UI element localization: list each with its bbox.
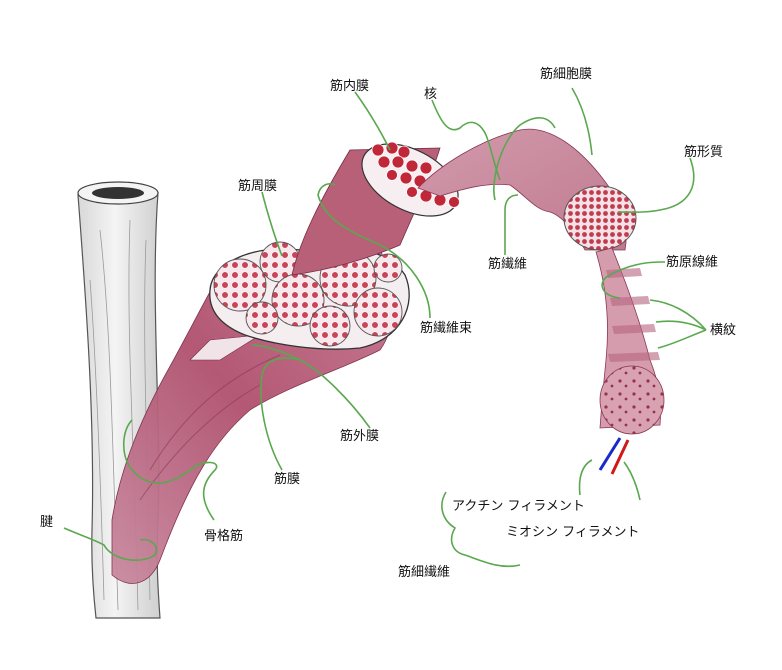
leader-kingensenni bbox=[601, 261, 665, 299]
leader-kinsenni-soku bbox=[317, 183, 431, 319]
leader-kaku bbox=[431, 99, 501, 181]
leader-kinsaisenni bbox=[441, 491, 521, 568]
label-myosin: ミオシン フィラメント bbox=[506, 525, 640, 540]
leader-oumon bbox=[649, 299, 707, 349]
label-kinsaibomaku: 筋細胞膜 bbox=[540, 67, 593, 82]
leader-myosin bbox=[623, 461, 641, 501]
label-kingaimaku: 筋外膜 bbox=[340, 429, 380, 444]
leader-kinkeishitsu bbox=[617, 157, 695, 213]
leader-kingaimaku bbox=[251, 344, 371, 429]
leader-kokkakukin bbox=[122, 419, 218, 521]
leader-kinsaibomaku bbox=[493, 87, 593, 201]
leader-kinmaku bbox=[260, 357, 301, 471]
leader-kinnaimaku bbox=[354, 91, 391, 151]
muscle-fiber bbox=[417, 128, 637, 251]
label-kaku: 核 bbox=[424, 87, 438, 102]
label-kinnaimaku: 筋内膜 bbox=[330, 79, 370, 94]
fascicle-cross-section bbox=[209, 241, 410, 350]
label-kingensenni: 筋原線維 bbox=[666, 255, 719, 270]
label-kinmaku: 筋膜 bbox=[274, 472, 301, 487]
label-kokkakukin: 骨格筋 bbox=[204, 529, 244, 544]
label-oumon: 横紋 bbox=[710, 323, 737, 338]
leader-ken bbox=[63, 527, 158, 561]
label-ken: 腱 bbox=[40, 515, 54, 530]
label-kinshumaku: 筋周膜 bbox=[238, 179, 278, 194]
label-kinkeishitsu: 筋形質 bbox=[684, 145, 724, 160]
label-kinsaisenni: 筋細繊維 bbox=[398, 565, 451, 580]
myofibril bbox=[595, 247, 665, 435]
filaments bbox=[598, 437, 630, 475]
leader-actin bbox=[578, 459, 593, 496]
label-actin: アクチン フィラメント bbox=[452, 499, 585, 514]
leader-kinsenni bbox=[504, 194, 519, 255]
leader-kinshumaku bbox=[261, 191, 283, 257]
label-kinsenni: 筋繊維 bbox=[488, 257, 528, 272]
leader-lines bbox=[63, 87, 707, 568]
label-kinsenni-soku: 筋繊維束 bbox=[420, 321, 473, 336]
